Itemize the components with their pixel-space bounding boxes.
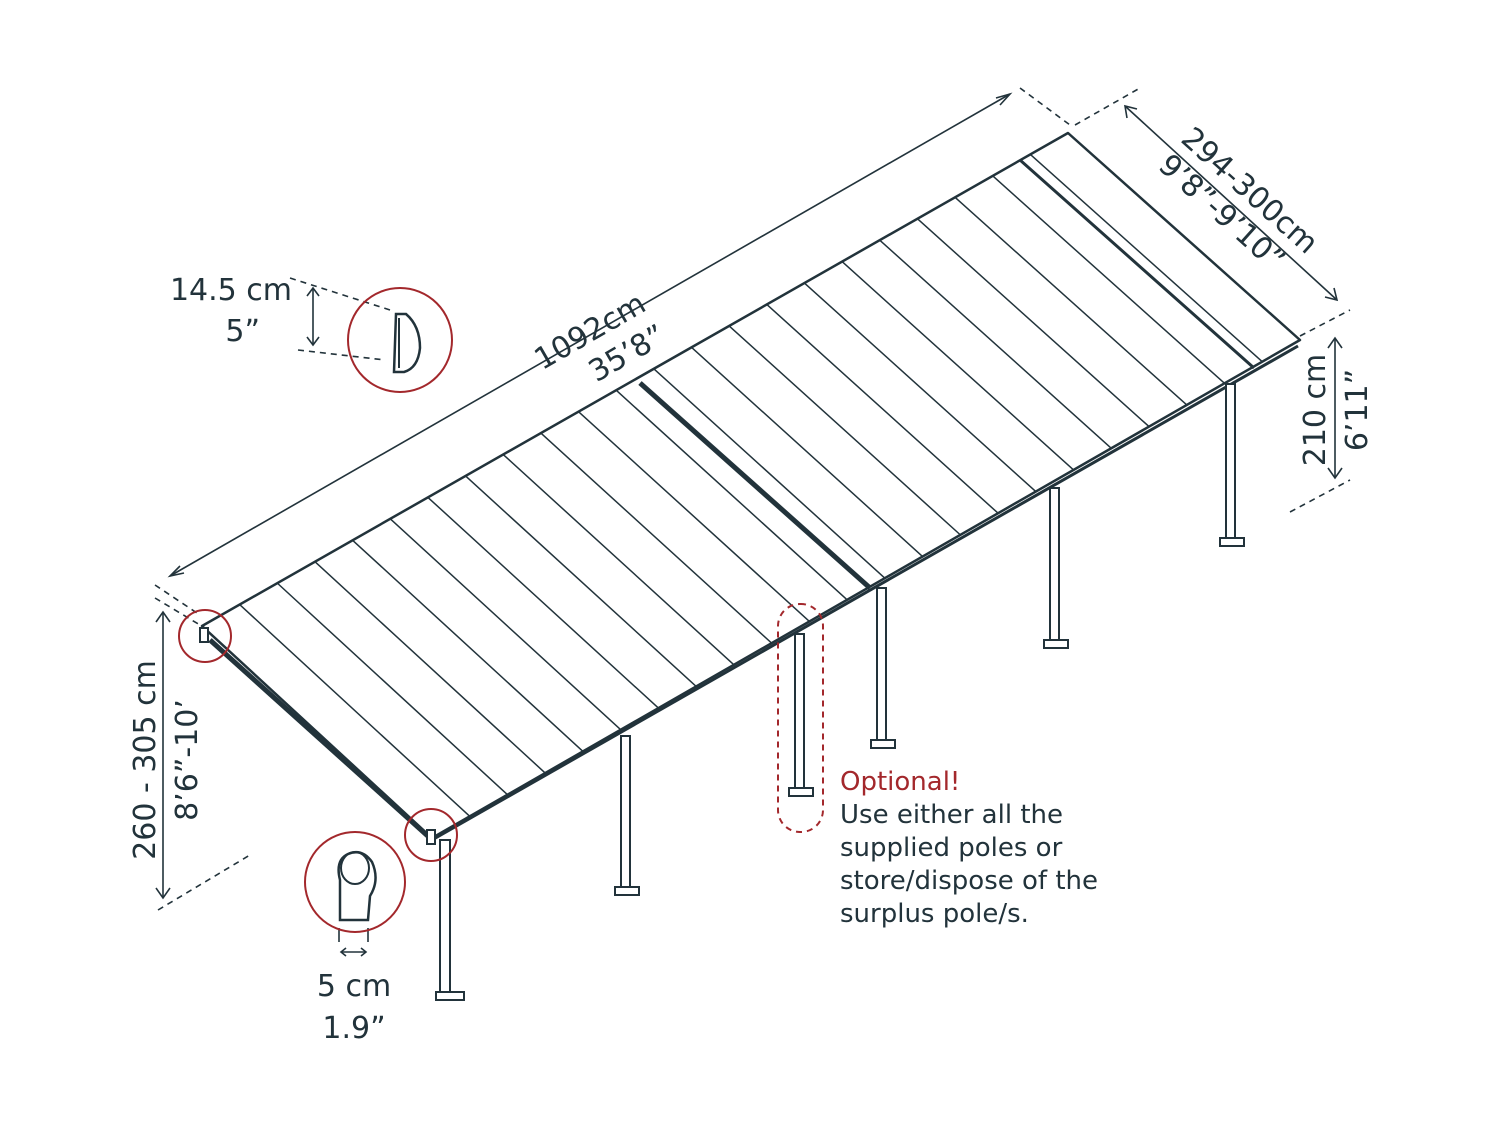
gutter-in-label: 5” — [225, 314, 260, 349]
gutter-profile-icon — [392, 312, 422, 374]
optional-note-line-3: store/dispose of the — [840, 866, 1099, 896]
roof-panel-line — [954, 196, 1188, 406]
optional-note-line-2: supplied poles or — [840, 833, 1063, 863]
highlight-corner-left — [178, 609, 232, 663]
optional-note-line-1: Use either all the — [840, 800, 1063, 830]
post-front-3 — [870, 587, 896, 749]
post-front-4 — [1043, 487, 1069, 649]
roof-panel-line — [803, 282, 1037, 493]
front-posts — [435, 383, 1245, 1001]
front-height-cm-label: 260 - 305 cm — [128, 660, 163, 860]
post-front-5 — [1219, 383, 1245, 547]
gutter-cm-label: 14.5 cm — [170, 273, 292, 308]
roof-panel-line — [314, 561, 546, 774]
roof-frame — [200, 131, 1302, 842]
back-height-cm-label: 210 cm — [1298, 354, 1333, 467]
optional-note-title: Optional! — [840, 767, 961, 797]
roof-panel-line — [389, 518, 622, 731]
roof-panel-line — [728, 325, 961, 536]
optional-post-marker — [777, 603, 824, 833]
roof-panel-line — [465, 475, 697, 687]
dimension-lines — [154, 87, 1351, 957]
roof-panel-line — [690, 346, 924, 558]
roof-panel-line — [239, 604, 471, 817]
roof-panel-line — [615, 389, 848, 601]
roof-panel-line — [653, 368, 886, 579]
post-front-1 — [435, 839, 465, 1001]
optional-note: Optional! Use either all the supplied po… — [840, 766, 1170, 931]
post-front-optional — [788, 633, 814, 797]
roof-panel-line — [427, 496, 659, 709]
roof-panel-line — [540, 432, 773, 644]
detail-pole-joint — [304, 831, 406, 933]
highlight-corner-front — [404, 808, 458, 862]
pole-in-label: 1.9” — [322, 1011, 385, 1046]
roof-panel-line — [992, 175, 1226, 384]
roof-panel-line — [879, 239, 1112, 449]
front-height-ft-label: 8’6”-10’ — [170, 699, 205, 821]
pole-cm-label: 5 cm — [317, 969, 391, 1004]
roof-panel-line — [766, 303, 999, 514]
roof-panel-line — [841, 261, 1075, 471]
post-front-2 — [614, 735, 640, 896]
roof-panel-line — [916, 218, 1150, 428]
roof-panel-line — [578, 411, 810, 623]
detail-gutter — [347, 287, 453, 393]
back-height-ft-label: 6’11” — [1340, 369, 1375, 451]
roof-panel-line — [276, 582, 508, 796]
roof-panel-lines — [239, 153, 1263, 817]
roof-panel-line — [1029, 153, 1263, 363]
optional-note-line-4: surplus pole/s. — [840, 899, 1029, 929]
roof-panel-line — [352, 539, 584, 752]
pole-connector-icon — [337, 851, 377, 922]
roof-panel-line — [502, 453, 735, 666]
